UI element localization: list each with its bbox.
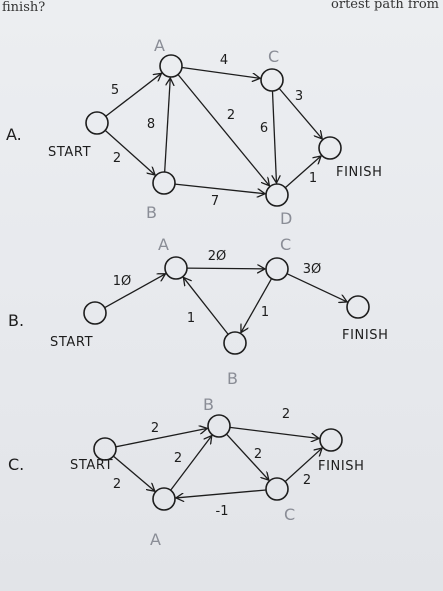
graph-a-weight-b-d: 7 [211,194,219,209]
graph-a-edge-c-d [272,90,276,183]
graph-b-weight-b-a: 1 [187,311,195,326]
graph-b-node-a [164,256,188,280]
graph-b-weight-c-finish: 3Ø [303,262,322,277]
graph-c-label-start: START [70,458,113,473]
graph-b-weight-start-a: 1Ø [113,274,132,289]
graph-c-edge-b-c [225,433,268,480]
graph-b-edge-c-finish [286,273,347,302]
graph-c-weight-start-a: 2 [113,477,121,492]
graph-a-weight-start-b: 2 [113,151,121,166]
graph-a-edge-start-b [104,129,155,175]
graph-a-node-b [152,171,176,195]
graph-b-edge-a-c [186,268,265,269]
graph-c-weight-b-c: 2 [254,447,262,462]
graph-c-node-start [93,437,117,461]
graph-c-tag: C. [8,455,24,474]
graph-a-edge-a-c [181,66,260,79]
graph-b-label-start: START [50,335,93,350]
graph-c-node-a [152,487,176,511]
graph-a-weight-start-a: 5 [111,83,119,98]
graph-b-edge-start-a [104,274,166,309]
graph-c-edge-a-b [170,436,212,491]
graph-c-weight-c-finish: 2 [303,473,311,488]
graph-b-vertex-name-b: B [227,369,238,388]
graph-b-edge-c-b [241,278,273,333]
graph-a-weight-d-finish: 1 [309,171,317,186]
graph-b-node-start [83,301,107,325]
graph-a-vertex-name-d: D [280,209,292,228]
graph-c-edge-start-a [112,455,154,491]
graph-a-vertex-name-c: C [268,47,279,66]
graph-a-tag: A. [6,125,22,144]
graph-a-weight-a-c: 4 [220,53,228,68]
graph-a-node-finish [318,136,342,160]
graph-c-weight-b-finish: 2 [282,407,290,422]
graph-c-edge-b-finish [229,426,319,438]
graph-b-label-finish: FINISH [342,328,389,343]
graph-c-edge-c-finish [284,448,322,483]
graph-c-node-c [265,477,289,501]
graph-c-node-b [207,414,231,438]
graph-a-vertex-name-a: A [154,36,165,55]
graph-b-vertex-name-a: A [158,235,169,254]
graph-b-vertex-name-c: C [280,235,291,254]
graph-a-label-finish: FINISH [336,165,383,180]
graph-a-weight-c-d: 6 [260,121,268,136]
graph-b-node-b [223,331,247,355]
graph-b-weight-a-c: 2Ø [208,249,227,264]
graph-a-edge-b-a [164,78,171,173]
graph-a-weight-b-a: 8 [147,117,155,132]
graph-b-tag: B. [8,311,24,330]
graph-c-edge-start-b [115,428,207,448]
graph-a-vertex-name-b: B [146,203,157,222]
graph-a-edge-start-a [105,73,162,117]
graph-a-node-c [260,68,284,92]
graph-a-node-a [159,54,183,78]
graph-a-weight-a-d: 2 [227,108,235,123]
graph-a-weight-c-finish: 3 [295,89,303,104]
graph-a-node-start [85,111,109,135]
graph-c-vertex-name-a: A [150,530,161,549]
graph-c-vertex-name-c: C [284,505,295,524]
graph-a-edge-b-d [174,183,265,194]
graph-c-vertex-name-b: B [203,395,214,414]
graph-c-weight-a-b: 2 [174,451,182,466]
graph-c-edge-c-a [176,489,267,498]
graph-a-edge-c-finish [278,87,322,139]
header-text-fragment-left: finish? [2,0,46,15]
header-text-fragment-right: ortest path from [331,0,439,12]
graph-a-node-d [265,183,289,207]
graph-a-label-start: START [48,145,91,160]
graph-c-label-finish: FINISH [318,459,365,474]
graph-c-weight-c-a: -1 [216,504,229,519]
graph-b-edge-b-a [183,277,229,335]
graph-b-node-c [265,257,289,281]
graph-b-weight-c-b: 1 [261,305,269,320]
graph-c-weight-start-b: 2 [151,421,159,436]
graph-c-node-finish [319,428,343,452]
graph-b-node-finish [346,295,370,319]
graph-a-edge-d-finish [284,156,321,189]
graph-a-edge-a-d [177,74,269,185]
